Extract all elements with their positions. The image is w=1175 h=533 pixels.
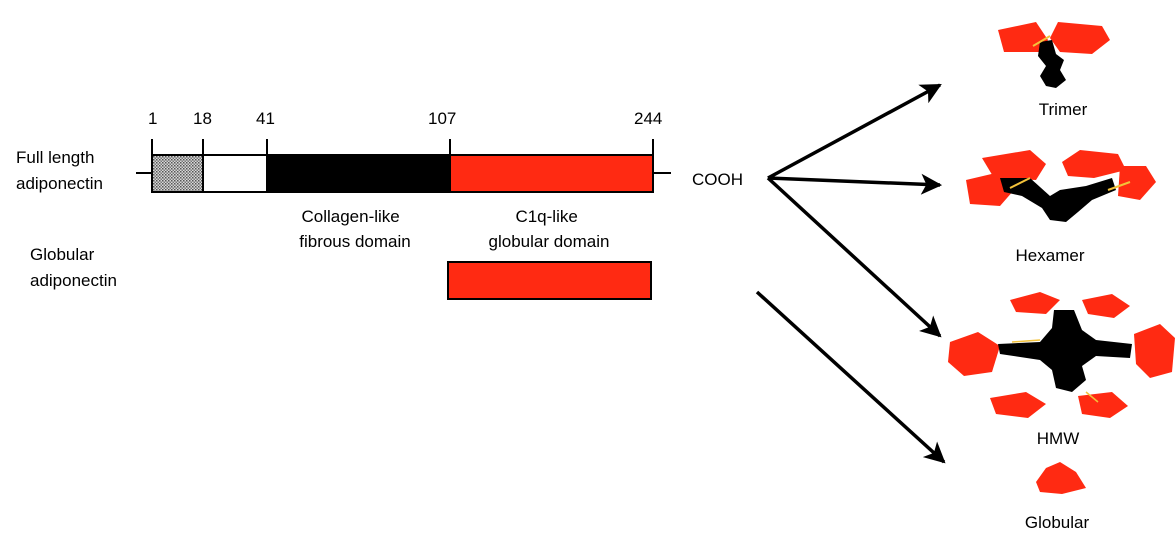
trimer-icon — [998, 22, 1110, 88]
arrow-globular — [755, 290, 946, 464]
collagen-domain-segment — [266, 154, 451, 193]
globular-form-label: Globular — [1025, 513, 1090, 532]
position-numbers: 1 18 41 107 244 — [148, 109, 662, 128]
position-label: 1 — [148, 109, 157, 128]
position-label: 41 — [256, 109, 275, 128]
arrow-trimer — [767, 83, 942, 180]
signal-peptide-segment — [151, 154, 204, 193]
collagen-domain-label: Collagen-like fibrous domain — [299, 207, 411, 251]
trimer-label: Trimer — [1039, 100, 1088, 119]
c1q-domain-label: C1q-like globular domain — [489, 207, 610, 251]
hmw-label: HMW — [1037, 429, 1079, 448]
globular-domain-segment — [449, 154, 654, 193]
full-length-label: Full length adiponectin — [16, 148, 103, 193]
assembly-arrows — [755, 83, 946, 464]
arrow-hmw — [766, 176, 942, 338]
position-ticks — [151, 139, 654, 155]
globular-label: Globular adiponectin — [30, 245, 117, 290]
arrow-hexamer — [767, 173, 943, 195]
globular-icon — [1036, 462, 1086, 494]
hexamer-icon — [966, 150, 1156, 222]
hmw-icon — [948, 292, 1175, 418]
position-label: 244 — [634, 109, 662, 128]
variable-region-segment — [202, 154, 268, 193]
hexamer-label: Hexamer — [1016, 246, 1085, 265]
position-label: 18 — [193, 109, 212, 128]
position-label: 107 — [428, 109, 456, 128]
globular-adiponectin-bar — [447, 261, 652, 300]
cooh-label: COOH — [692, 170, 743, 189]
